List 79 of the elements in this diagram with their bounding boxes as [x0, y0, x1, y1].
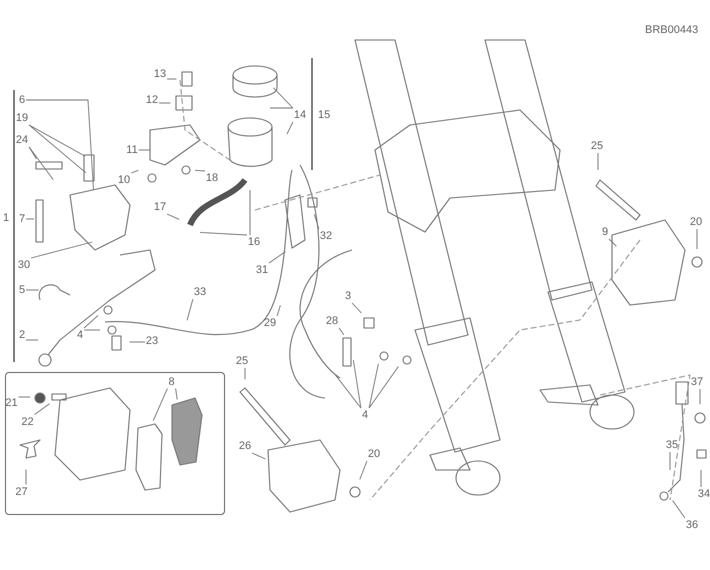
callout-number: 29: [264, 317, 276, 329]
leader-line: [700, 470, 702, 488]
callout-number: 36: [686, 519, 698, 531]
leader-line: [158, 102, 171, 104]
leader-line: [244, 368, 246, 380]
callout-number: 32: [320, 230, 332, 242]
leader-line: [18, 396, 31, 398]
callout-number: 5: [18, 284, 26, 296]
callout-number: 15: [318, 109, 330, 121]
callout-number: 10: [118, 174, 130, 186]
callout-number: 1: [3, 212, 10, 224]
leader-line: [84, 314, 99, 328]
leader-line: [200, 232, 248, 236]
leader-line: [368, 366, 399, 408]
leader-line: [314, 214, 320, 230]
leader-line: [34, 403, 50, 415]
leader-line: [130, 170, 139, 174]
callout-number: 33: [194, 286, 206, 298]
leader-line: [368, 363, 379, 408]
callout-number: 21: [5, 396, 18, 408]
leader-line: [252, 452, 266, 460]
callout-number: 12: [146, 94, 158, 106]
callout-number: 6: [18, 94, 26, 106]
callout-number: 28: [326, 315, 338, 327]
callout-number: 17: [154, 201, 166, 213]
leader-line: [359, 460, 368, 480]
callout-number: 18: [206, 172, 218, 184]
callout-number: 8: [168, 376, 175, 388]
leader-line: [175, 388, 178, 400]
leader-line: [696, 228, 698, 250]
callout-number: 13: [154, 68, 166, 80]
callout-number: 20: [690, 216, 702, 228]
drawing-code: BRB00443: [645, 24, 698, 36]
callout-number: 16: [248, 236, 260, 248]
leader-line: [273, 87, 294, 108]
callout-number: 30: [18, 259, 30, 271]
callout-number: 35: [666, 439, 678, 451]
leader-line: [28, 146, 54, 180]
callout-number: 34: [698, 488, 710, 500]
callout-number: 37: [690, 376, 704, 388]
callout-number: 19: [16, 112, 28, 124]
callout-number: 4: [76, 329, 84, 341]
leader-line: [286, 122, 294, 134]
callout-number: 3: [344, 290, 352, 302]
callout-number: 9: [602, 226, 608, 238]
callout-number: 27: [15, 486, 28, 498]
leader-line: [334, 374, 362, 408]
leader-line: [26, 218, 34, 220]
leader-line: [166, 214, 180, 220]
callout-number: 7: [18, 213, 26, 225]
leader-line: [352, 359, 362, 408]
callout-number: 14: [294, 109, 306, 121]
leader-line: [352, 302, 362, 314]
leader-line: [28, 146, 37, 160]
leader-line: [152, 388, 168, 422]
leader-line: [338, 328, 344, 336]
callout-number: 20: [368, 448, 380, 460]
callout-number: 22: [21, 416, 34, 428]
callout-number: 24: [16, 134, 28, 146]
callout-number: 11: [126, 144, 138, 156]
leader-line: [26, 100, 94, 190]
callout-number: 23: [146, 335, 158, 347]
leader-line: [28, 124, 86, 174]
leader-line: [166, 78, 177, 80]
leader-line: [28, 124, 86, 157]
callout-number: 2: [18, 329, 26, 341]
callout-number: 25: [590, 140, 604, 152]
callout-number: 25: [236, 355, 248, 367]
detail-inset-box: [5, 372, 225, 515]
leader-line: [186, 298, 194, 321]
callout-number: 26: [238, 440, 252, 452]
leader-line: [608, 238, 617, 247]
callout-number: 31: [256, 264, 268, 276]
leader-line: [30, 242, 93, 258]
leader-line: [268, 251, 286, 264]
leader-line: [276, 304, 281, 316]
callout-number: 4: [362, 409, 368, 421]
leader-line: [194, 170, 206, 172]
leader-line: [672, 500, 686, 518]
